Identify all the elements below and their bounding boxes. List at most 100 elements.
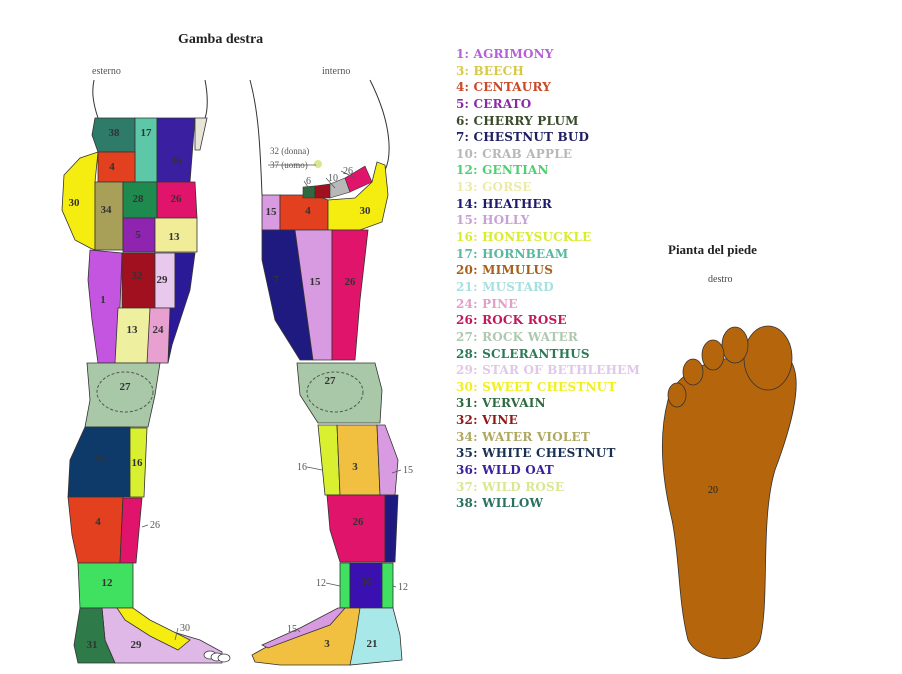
legend-item: 13: GORSE (456, 180, 532, 195)
region-label: 36 (361, 576, 373, 588)
callout-line (392, 585, 397, 588)
callout-label: 26 (150, 520, 160, 531)
legend-item: 24: PINE (456, 296, 518, 311)
leg-region (61, 151, 99, 251)
leg-region (167, 252, 196, 364)
legend-item: 20: MIMULUS (456, 263, 554, 278)
foot-toe (743, 325, 793, 391)
region-label: 24 (153, 324, 165, 336)
region-label: 27 (120, 381, 132, 393)
callout-line (296, 628, 301, 633)
legend-item: 5: CERATO (456, 96, 532, 111)
thigh-outline (249, 79, 390, 196)
region-label: 26 (345, 276, 357, 288)
leg-region (129, 427, 148, 498)
region-label: 15 (310, 276, 322, 288)
region-label: 13 (127, 324, 139, 336)
foot-title: Pianta del piede (668, 242, 757, 257)
kneecap-outline (306, 371, 364, 413)
region-label: 27 (325, 375, 337, 387)
leg-title: Gamba destra (178, 32, 264, 47)
leg-region (376, 424, 399, 496)
leg-region (384, 494, 399, 563)
callout-label: 10 (328, 173, 338, 184)
internal-view-label: interno (322, 66, 351, 77)
region-label: 30 (360, 205, 372, 217)
external-view-label: esterno (92, 66, 121, 77)
foot-subtitle: destro (708, 274, 733, 285)
foot-toe (682, 358, 704, 386)
legend-item: 31: VERVAIN (456, 396, 546, 411)
region-label: 7 (273, 274, 279, 286)
leg-region (336, 424, 381, 496)
leg-region (261, 607, 346, 649)
foot-toe (667, 382, 687, 408)
legend-item: 16: HONEYSUCKLE (456, 230, 592, 245)
leg-region (97, 151, 136, 183)
leg-region (156, 117, 196, 183)
leg-region (154, 217, 198, 253)
legend-item: 21: MUSTARD (456, 279, 554, 294)
region-label: 13 (169, 231, 181, 243)
callout-line (306, 466, 323, 471)
callout-line (391, 469, 402, 474)
legend-item: 35: WHITE CHESTNUT (456, 446, 616, 461)
groin-region (344, 165, 373, 193)
callout-label: 16 (297, 462, 307, 473)
leg-region (94, 181, 124, 251)
region-label: 26 (353, 516, 365, 528)
legend-item: 34: WATER VIOLET (456, 429, 590, 444)
callout-label: 12 (316, 578, 326, 589)
legend-item: 28: SCLERANTHUS (456, 346, 590, 361)
region-label: 4 (95, 516, 101, 528)
region-label: 4 (109, 161, 115, 173)
foot-label: 20 (708, 485, 718, 496)
leg-region (296, 362, 383, 424)
leg-region (279, 194, 329, 231)
legend-item: 14: HEATHER (456, 196, 553, 211)
leg-region (251, 607, 361, 666)
leg-region (349, 607, 403, 666)
legend-item: 4: CENTAURY (456, 80, 552, 95)
leg-region (67, 496, 124, 564)
legend-item: 29: STAR OF BETHLEHEM (456, 363, 640, 378)
callout-label: 32 (donna) (270, 146, 309, 156)
legend-item: 6: CHERRY PLUM (456, 113, 579, 128)
region-label: 4 (305, 205, 311, 217)
leg-region (116, 607, 191, 651)
leg-region (381, 562, 394, 609)
region-label: 5 (135, 229, 141, 241)
region-label: 21 (367, 638, 378, 650)
legend-item: 17: HORNBEAM (456, 246, 569, 261)
leg-region (317, 424, 341, 496)
kneecap-outline (96, 371, 154, 413)
region-label: 29 (157, 274, 169, 286)
region-label: 35 (95, 453, 107, 465)
callout-label: 6 (306, 176, 311, 187)
legend-item: 37: WILD ROSE (456, 479, 565, 494)
callout-label: 37 (uomo) (270, 160, 308, 170)
callout-line (325, 177, 336, 189)
region-label: 32 (132, 270, 144, 282)
callout-label: 30 (180, 623, 190, 634)
legend-item: 30: SWEET CHESTNUT (456, 379, 617, 394)
groin-region (302, 185, 316, 199)
wild-rose-dot (314, 160, 322, 168)
region-label: 3 (352, 461, 358, 473)
leg-region (326, 494, 386, 563)
leg-region (331, 229, 369, 361)
callout-label: 12 (398, 582, 408, 593)
callout-label: 15 (403, 465, 413, 476)
legend-item: 27: ROCK WATER (456, 329, 579, 344)
callout-line (174, 627, 179, 641)
region-label: 34 (101, 204, 113, 216)
callout-line (325, 582, 341, 587)
legend-item: 26: ROCK ROSE (456, 313, 567, 328)
region-label: 31 (87, 639, 98, 651)
legend-item: 15: HOLLY (456, 213, 530, 228)
region-label: 36 (171, 155, 183, 167)
legend-item: 38: WILLOW (456, 496, 544, 511)
region-label: 28 (133, 193, 145, 205)
